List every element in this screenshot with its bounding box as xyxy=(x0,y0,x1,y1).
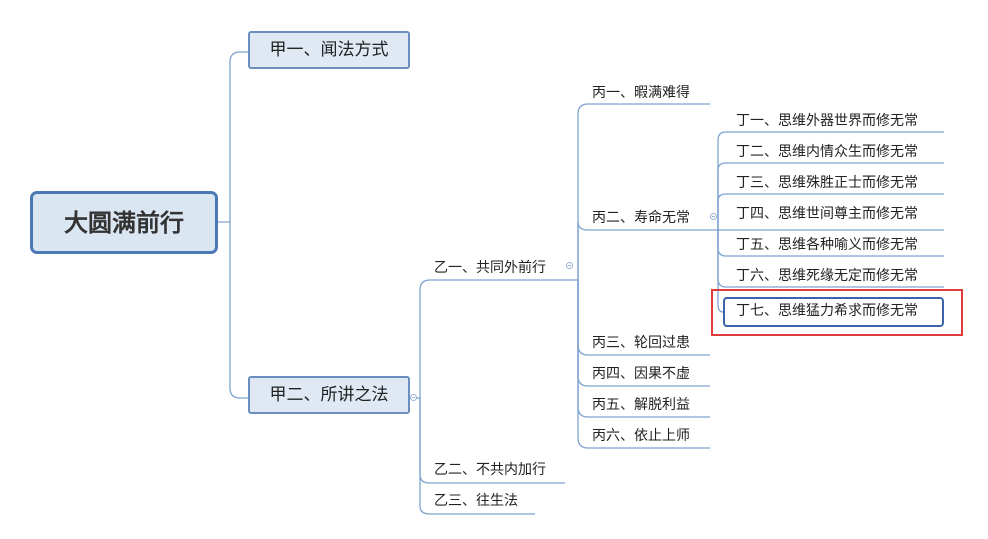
root-node[interactable]: 大圆满前行 xyxy=(30,191,218,254)
subtopic-ding4[interactable]: 丁四、思维世间尊主而修无常 xyxy=(736,206,918,222)
subtopic-ding2[interactable]: 丁二、思维内情众生而修无常 xyxy=(736,144,918,160)
collapse-toggle-icon[interactable] xyxy=(710,213,717,220)
topic-jia1[interactable]: 甲一、闻法方式 xyxy=(248,31,410,69)
collapse-toggle-icon[interactable] xyxy=(566,262,573,269)
subtopic-ding6[interactable]: 丁六、思维死缘无定而修无常 xyxy=(736,268,918,284)
subtopic-bing6[interactable]: 丙六、依止上师 xyxy=(592,428,690,444)
subtopic-ding3[interactable]: 丁三、思维殊胜正士而修无常 xyxy=(736,175,918,191)
subtopic-ding5[interactable]: 丁五、思维各种喻义而修无常 xyxy=(736,237,918,253)
subtopic-ding1[interactable]: 丁一、思维外器世界而修无常 xyxy=(736,113,918,129)
subtopic-bing1[interactable]: 丙一、暇满难得 xyxy=(592,85,690,101)
subtopic-yi1[interactable]: 乙一、共同外前行 xyxy=(434,260,546,276)
subtopic-bing3[interactable]: 丙三、轮回过患 xyxy=(592,335,690,351)
subtopic-yi3[interactable]: 乙三、往生法 xyxy=(434,493,518,509)
subtopic-bing5[interactable]: 丙五、解脱利益 xyxy=(592,397,690,413)
highlight-box xyxy=(711,289,963,336)
selected-node-frame xyxy=(723,297,944,327)
collapse-toggle-icon[interactable] xyxy=(410,394,417,401)
subtopic-ding7-selected[interactable]: 丁七、思维猛力希求而修无常 xyxy=(736,303,918,319)
topic-jia2[interactable]: 甲二、所讲之法 xyxy=(248,376,410,414)
subtopic-bing4[interactable]: 丙四、因果不虚 xyxy=(592,366,690,382)
subtopic-bing2[interactable]: 丙二、寿命无常 xyxy=(592,210,690,226)
subtopic-yi2[interactable]: 乙二、不共内加行 xyxy=(434,462,546,478)
